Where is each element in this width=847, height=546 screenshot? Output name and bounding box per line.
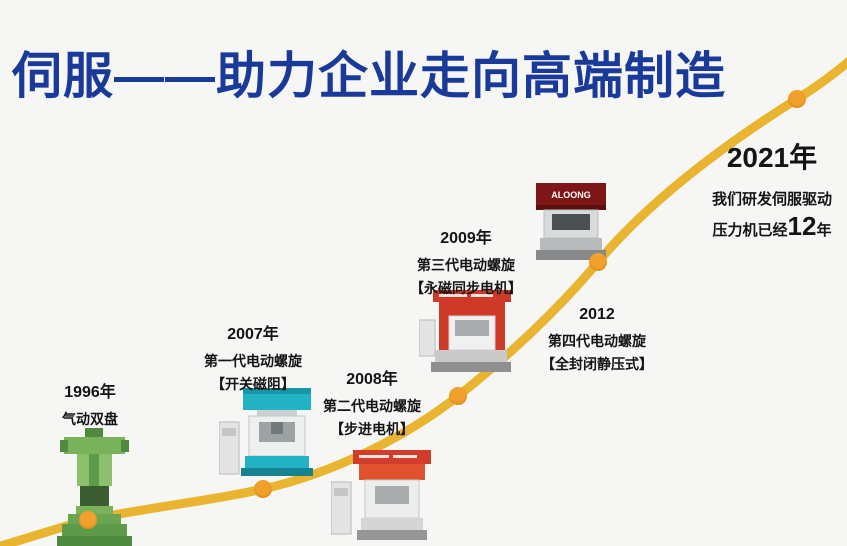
milestone-1996-year: 1996年: [64, 384, 116, 401]
timeline-dot-2012: [589, 253, 607, 271]
milestone-2009: 2009年 第三代电动螺旋 【永磁同步电机】: [381, 224, 551, 300]
milestone-2021-year: 2021年: [726, 142, 818, 173]
machine-2008-press-image: [331, 450, 431, 540]
milestone-2008-line-2: 【步进电机】: [330, 421, 414, 437]
machine-1996-press-image: [57, 428, 132, 546]
milestone-2007: 2007年 第一代电动螺旋 【开关磁阻】: [173, 320, 333, 396]
milestone-2007-line-1: 第一代电动螺旋: [204, 353, 302, 369]
milestone-2007-line-2: 【开关磁阻】: [211, 376, 295, 392]
milestone-2009-line-2: 【永磁同步电机】: [410, 280, 522, 296]
milestone-2021-years-count: 12: [787, 211, 817, 241]
milestone-2021-line2-suffix: 年: [816, 222, 832, 239]
machine-2012-press-image: ALOONG: [536, 183, 606, 260]
milestone-2021: 2021年 我们研发伺服驱动 压力机已经12年: [682, 136, 847, 244]
milestone-2012-line-1: 第四代电动螺旋: [548, 333, 646, 349]
timeline-dot-1996: [79, 511, 97, 529]
timeline-dot-2021: [788, 90, 806, 108]
milestone-2008: 2008年 第二代电动螺旋 【步进电机】: [292, 365, 452, 441]
milestone-2012: 2012 第四代电动螺旋 【全封闭静压式】: [517, 306, 677, 376]
milestone-2007-year: 2007年: [227, 326, 279, 343]
milestone-2008-year: 2008年: [346, 371, 398, 388]
milestone-2021-line-2: 压力机已经12年: [682, 213, 847, 244]
machine-2012-brand-text: ALOONG: [551, 190, 591, 200]
milestone-1996: 1996年 气动双盘: [20, 378, 160, 431]
page-title: 伺服——助力企业走向高端制造: [12, 48, 726, 104]
milestone-2021-line-1: 我们研发伺服驱动: [711, 191, 832, 208]
milestone-2012-line-2: 【全封闭静压式】: [541, 356, 653, 372]
milestone-2008-line-1: 第二代电动螺旋: [323, 398, 421, 414]
milestone-2009-line-1: 第三代电动螺旋: [417, 257, 515, 273]
milestone-2012-year: 2012: [579, 306, 615, 323]
machine-2007-press-image: [219, 388, 313, 476]
milestone-2009-year: 2009年: [440, 230, 492, 247]
milestone-1996-line-1: 气动双盘: [62, 411, 118, 427]
machine-2009-press-image: [419, 290, 511, 372]
timeline-dot-2007: [254, 480, 272, 498]
milestone-2021-line2-prefix: 压力机已经: [712, 222, 788, 239]
timeline-dot-2008: [449, 387, 467, 405]
